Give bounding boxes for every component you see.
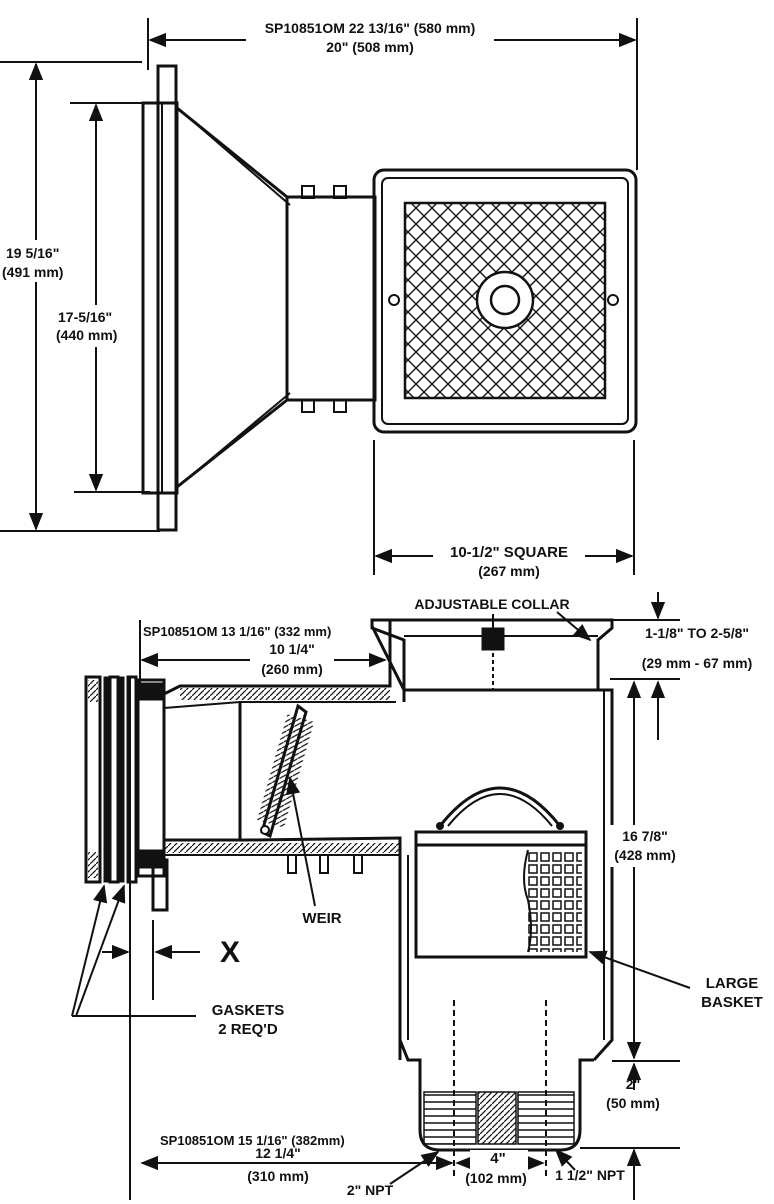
upper-length-label: SP10851OM 13 1/16" (332 mm) (143, 624, 331, 639)
total-height-mm-label: (491 mm) (2, 264, 63, 280)
weir-label: WEIR (302, 910, 341, 927)
throat-body (176, 106, 289, 489)
lid-size-mm-label: (267 mm) (478, 563, 539, 579)
x-dimension: X (102, 920, 240, 1000)
large-basket-label: LARGE (706, 975, 759, 992)
flange-height-label: 17-5/16" (58, 309, 112, 325)
face-plate (156, 64, 178, 532)
gaskets-label: GASKETS (212, 1002, 285, 1019)
body-flange (136, 678, 166, 878)
overall-width-dimension: SP10851OM 22 13/16" (580 mm) 20" (508 mm… (147, 18, 638, 170)
square-lid (372, 168, 638, 434)
side-view: ADJUSTABLE COLLAR 1-1/8" TO 2-5/8" (29 m… (71, 592, 763, 1200)
upper-length-mm-label: (260 mm) (261, 661, 322, 677)
collar-range-label: 1-1/8" TO 2-5/8" (645, 625, 749, 641)
upper-length-dimension: SP10851OM 13 1/16" (332 mm) 10 1/4" (260… (139, 620, 387, 694)
flange (141, 101, 179, 495)
lower-sump (398, 1000, 594, 1180)
large-basket (414, 786, 588, 959)
lid-size-dimension: 10-1/2" SQUARE (267 mm) (373, 440, 635, 580)
body-floor (164, 836, 402, 1060)
x-label: X (220, 936, 240, 969)
collar-range-dimension: 1-1/8" TO 2-5/8" (29 mm - 67 mm) (606, 592, 752, 740)
bottom-height-label: 2" (626, 1076, 640, 1092)
bottom-height-dimension: 2" (50 mm) (580, 1062, 680, 1200)
flange-height-mm-label: (440 mm) (56, 327, 117, 343)
weir-door (238, 702, 315, 840)
lid-size-label: 10-1/2" SQUARE (450, 544, 568, 561)
port-spacing-dimension: 4" (102 mm) (455, 1150, 545, 1190)
lower-length-dimension: SP10851OM 15 1/16" (382mm) 12 1/4" (310 … (140, 1133, 454, 1184)
lower-length-label: SP10851OM 15 1/16" (382mm) (160, 1133, 345, 1148)
lower-length-mm-label: (310 mm) (247, 1168, 308, 1184)
width-inch-label: 20" (508 mm) (326, 39, 414, 55)
gasket-stack (84, 675, 138, 1200)
bottom-height-mm-label: (50 mm) (606, 1095, 660, 1111)
adjustable-collar-label: ADJUSTABLE COLLAR (414, 596, 569, 612)
flange-height-dimension: 17-5/16" (440 mm) (52, 102, 150, 493)
gaskets-label-2: 2 REQ'D (218, 1021, 278, 1038)
body-height-dimension: 16 7/8" (428 mm) (606, 680, 684, 1062)
large-basket-label-2: BASKET (701, 994, 763, 1011)
body-height-mm-label: (428 mm) (614, 847, 675, 863)
total-height-label: 19 5/16" (6, 245, 59, 261)
neck (285, 195, 377, 402)
port-spacing-mm-label: (102 mm) (465, 1170, 526, 1186)
npt-2-label: 2" NPT (347, 1182, 394, 1198)
npt-1-5-label: 1 1/2" NPT (555, 1167, 625, 1183)
overall-width-label: SP10851OM 22 13/16" (580 mm) (265, 20, 476, 36)
collar-range-mm-label: (29 mm - 67 mm) (642, 655, 752, 671)
upper-length-inch-label: 10 1/4" (269, 641, 315, 657)
total-height-dimension: 19 5/16" (491 mm) (0, 61, 160, 532)
top-view: SP10851OM 22 13/16" (580 mm) 20" (508 mm… (0, 18, 638, 580)
port-spacing-label: 4" (490, 1150, 505, 1167)
body-height-label: 16 7/8" (622, 828, 668, 844)
lower-length-inch-label: 12 1/4" (255, 1145, 301, 1161)
